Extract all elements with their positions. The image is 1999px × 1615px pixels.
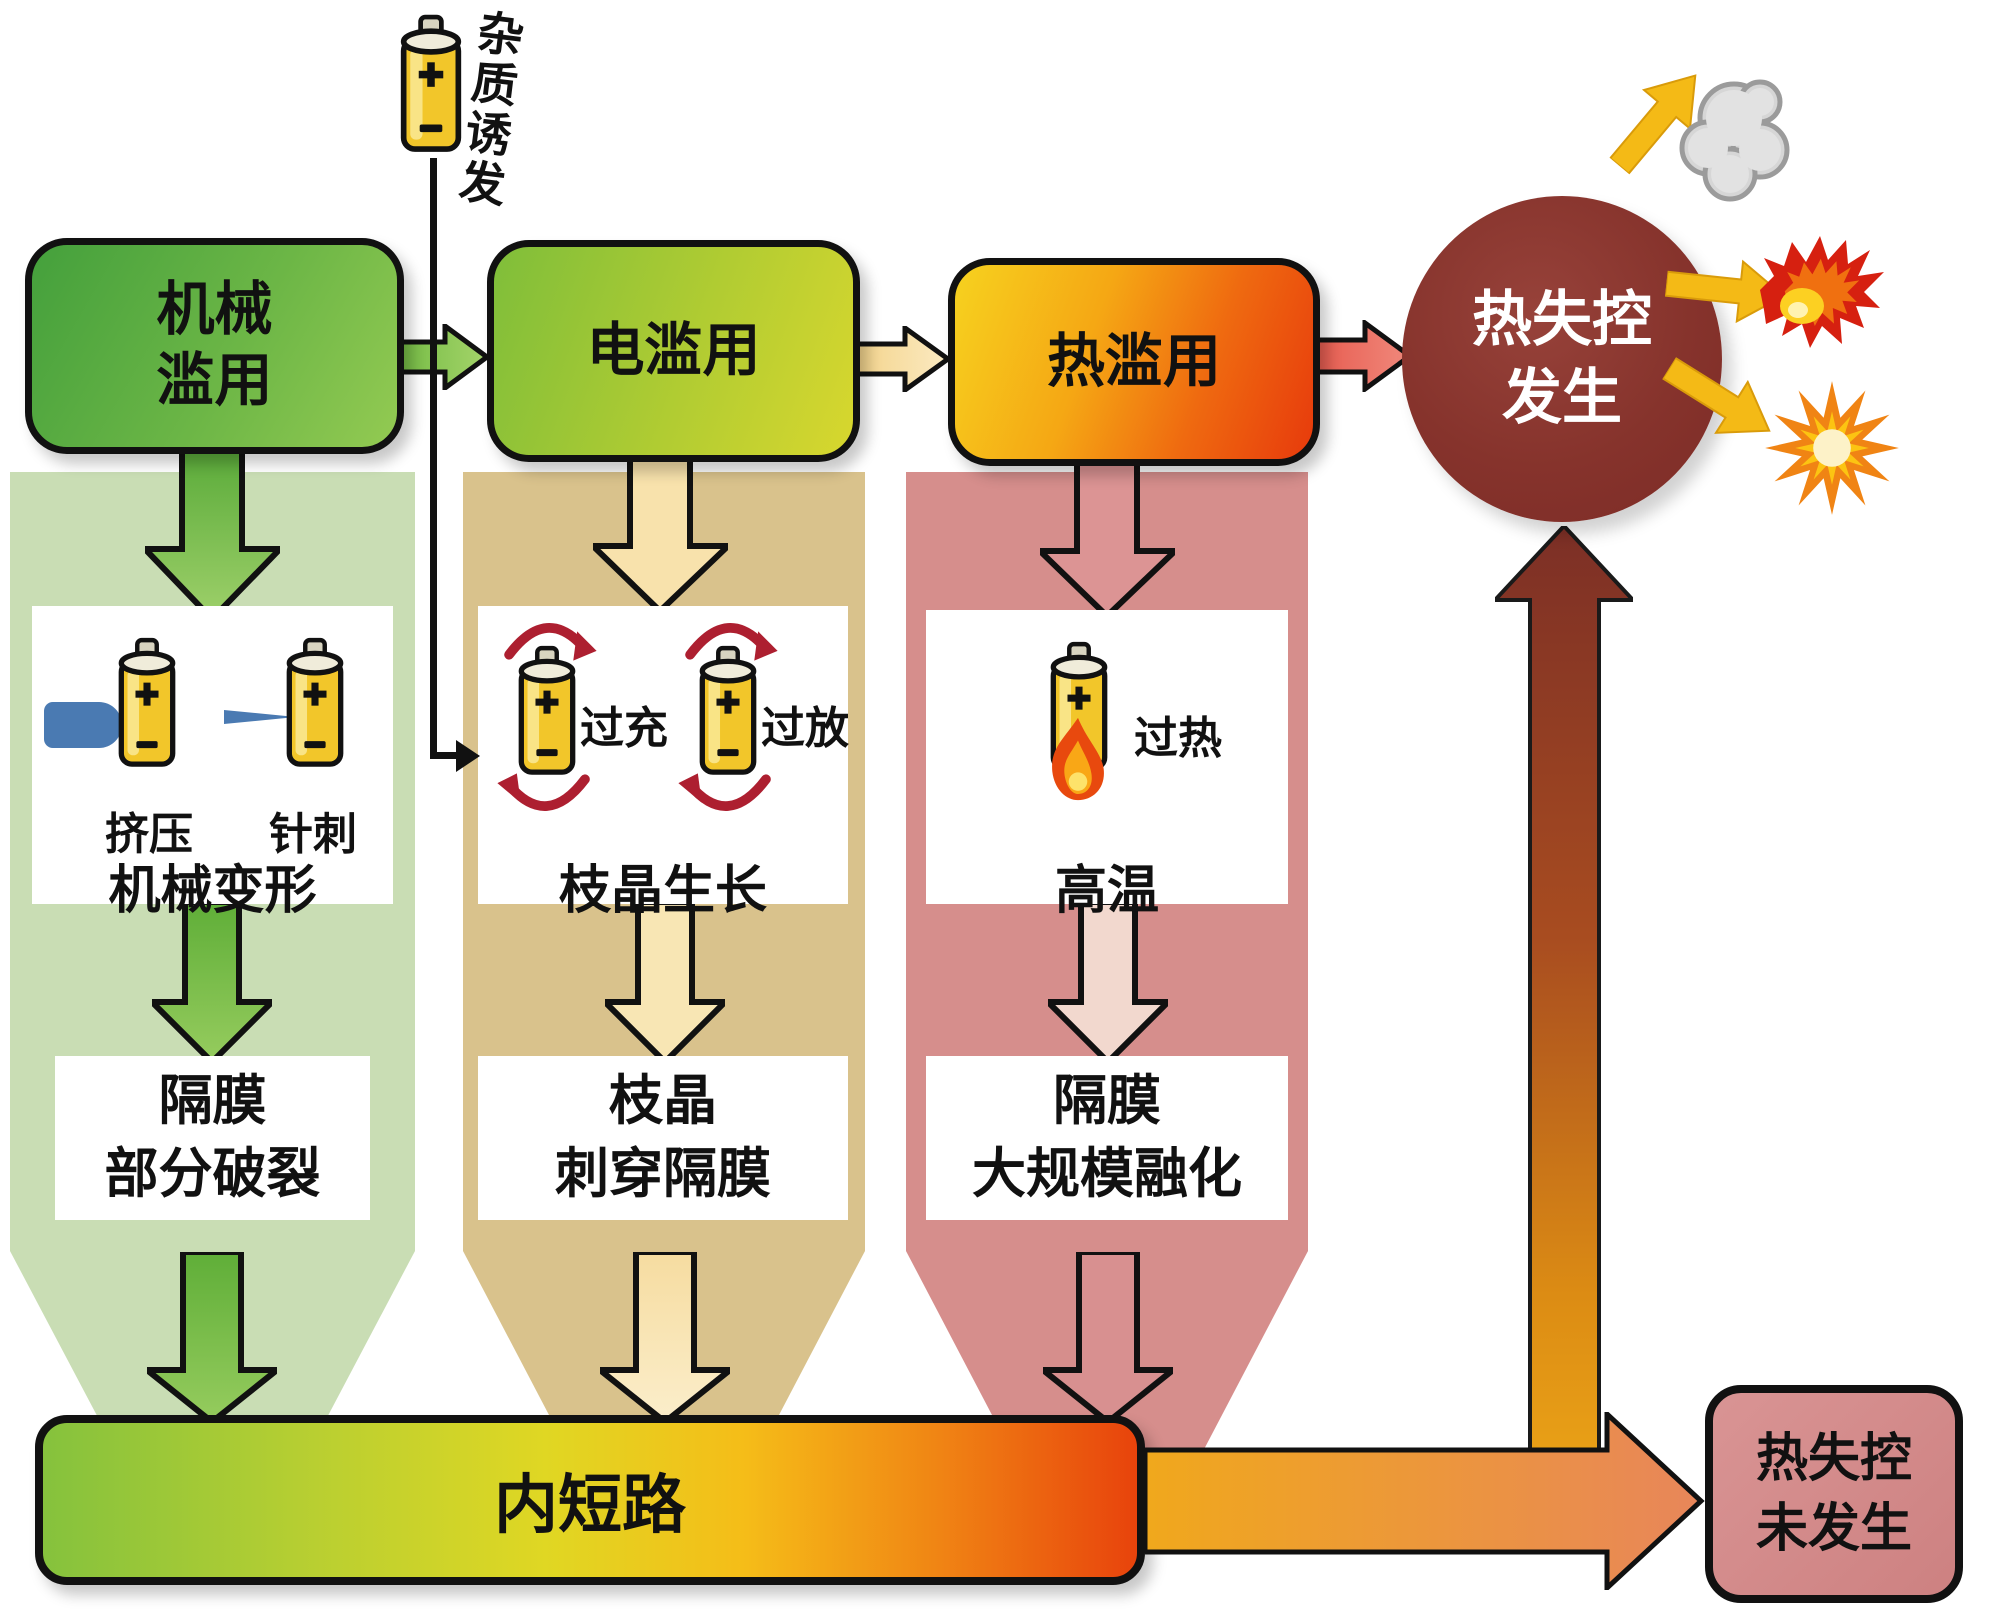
arrow-box-mechanical-down <box>145 437 280 619</box>
internal-short-label: 内短路 <box>494 1469 686 1541</box>
panel-separator-massive-melt: 隔膜 大规模融化 <box>926 1056 1288 1220</box>
cell-label-needle: 针刺 <box>269 810 357 859</box>
panel-dendrite-pierce-separator: 枝晶 刺穿隔膜 <box>478 1056 848 1220</box>
battery-icon <box>697 638 759 784</box>
arrow-down-electrical-to-bar <box>600 1252 730 1422</box>
step2-line1: 隔膜 <box>158 1071 267 1132</box>
step-dendrite-growth: 枝晶生长 <box>558 862 767 920</box>
arrow-mid-mechanical <box>152 902 272 1062</box>
trigger-connector-arrowhead <box>456 740 480 772</box>
box-mechanical-abuse: 机械 滥用 <box>25 238 404 454</box>
trigger-connector-vertical <box>430 158 437 756</box>
step-mechanical-deformation: 机械变形 <box>108 862 317 920</box>
box-label-line2: 滥用 <box>156 348 273 413</box>
battery-icon <box>516 638 578 784</box>
trigger-connector-horizontal <box>430 752 458 759</box>
box-label: 电滥用 <box>586 317 761 383</box>
cell-label-overheat: 过热 <box>1134 714 1222 763</box>
arrow-to-smoke <box>1608 74 1697 176</box>
panel-mechanical-cause: 挤压 针刺 机械变形 <box>32 606 393 920</box>
circle-thermal-runaway: 热失控 发生 <box>1402 196 1722 522</box>
arrow-short-to-runaway <box>1495 526 1633 1552</box>
step-high-temperature: 高温 <box>1054 862 1159 920</box>
step2-line2: 部分破裂 <box>104 1144 321 1204</box>
box-electrical-abuse: 电滥用 <box>487 240 860 462</box>
arrow-mid-electrical <box>605 902 725 1062</box>
step2-line2: 大规模融化 <box>972 1144 1242 1204</box>
arrow-down-thermal-to-bar <box>1043 1252 1173 1422</box>
box-label-line1: 机械 <box>156 277 273 343</box>
cell-label-overdischarge: 过放 <box>761 704 849 753</box>
panel-separator-partial-rupture: 隔膜 部分破裂 <box>55 1056 370 1220</box>
arrow-box-thermal-down <box>1040 450 1175 616</box>
no-runaway-line2: 未发生 <box>1755 1500 1912 1558</box>
arrow-down-mechanical-to-bar <box>147 1252 277 1422</box>
runaway-line2: 发生 <box>1502 364 1622 431</box>
arrow-to-fire <box>1663 259 1786 324</box>
internal-short-bar: 内短路 <box>35 1415 1145 1585</box>
crush-indenter-icon <box>44 702 122 748</box>
box-label: 热滥用 <box>1046 328 1221 394</box>
panel-thermal-cause: 过热 高温 <box>926 610 1288 920</box>
flame-icon <box>1052 717 1104 801</box>
step2-line1: 隔膜 <box>1053 1071 1161 1132</box>
battery-icon <box>116 630 178 776</box>
arrow-box-electrical-down <box>593 446 728 611</box>
smoke-cloud-icon <box>1679 79 1790 202</box>
panel-electrical-cause: 过充 过放 枝晶生长 <box>478 606 849 920</box>
box-thermal-abuse: 热滥用 <box>948 258 1320 466</box>
needle-icon <box>224 710 296 724</box>
box-no-thermal-runaway: 热失控 未发生 <box>1705 1385 1963 1603</box>
step2-line1: 枝晶 <box>609 1071 717 1132</box>
fireball-icon <box>1760 236 1884 348</box>
cell-label-crush: 挤压 <box>105 810 193 859</box>
arrow-short-to-no-runaway <box>1145 1412 1705 1590</box>
explosion-icon <box>1765 381 1899 515</box>
step2-line2: 刺穿隔膜 <box>555 1144 771 1204</box>
arrow-mid-thermal <box>1048 902 1168 1062</box>
arrow-to-explosion <box>1661 356 1771 434</box>
runaway-line1: 热失控 <box>1472 286 1652 353</box>
no-runaway-line1: 热失控 <box>1755 1429 1912 1488</box>
cell-label-overcharge: 过充 <box>580 704 668 753</box>
battery-icon <box>284 630 346 776</box>
